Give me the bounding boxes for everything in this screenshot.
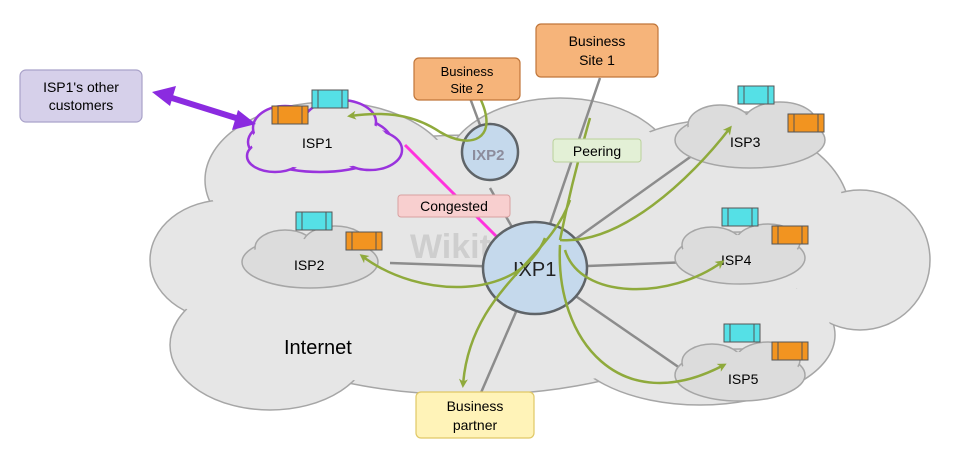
router-cyan-isp4 — [721, 207, 759, 227]
router-orange-isp1 — [271, 105, 309, 125]
arrow-ixp1-to-isp4 — [563, 249, 725, 291]
isp1-label: ISP1 — [302, 135, 333, 151]
internet-label: Internet — [284, 337, 352, 359]
isp2-cloud — [241, 225, 379, 289]
customer-double-arrow — [152, 86, 256, 130]
traffic-arrows — [347, 97, 732, 388]
svg-text:Business: Business — [569, 33, 626, 49]
congested-link — [403, 143, 502, 242]
isp1-cloud — [245, 98, 404, 174]
business-site-1-line1: Business — [569, 33, 626, 49]
isp3-label: ISP3 — [730, 134, 761, 150]
arrow-ixp1-to-isp2 — [359, 237, 547, 289]
peering-label-box: Peering — [552, 138, 642, 163]
svg-text:customers: customers — [49, 97, 114, 113]
router-icons — [271, 85, 825, 361]
business-partner-line2: partner — [453, 417, 498, 433]
svg-text:Site 1: Site 1 — [579, 52, 615, 68]
router-orange-isp2 — [345, 231, 383, 251]
router-cyan-isp5 — [723, 323, 761, 343]
arrow-ixp1-to-isp3 — [559, 125, 732, 242]
svg-text:partner: partner — [453, 417, 498, 433]
arrow-site1-to-ixp1 — [558, 117, 592, 241]
business-site-2-box: Business Site 2 — [413, 57, 521, 101]
router-cyan-isp3 — [737, 85, 775, 105]
isp5-label: ISP5 — [728, 371, 759, 387]
congested-label: Congested — [420, 198, 488, 214]
svg-text:Business: Business — [447, 398, 504, 414]
svg-text:Business: Business — [441, 64, 494, 79]
svg-text:Site 2: Site 2 — [450, 81, 483, 96]
router-cyan-isp2 — [295, 211, 333, 231]
isp1-customers-line2: customers — [49, 97, 114, 113]
isp1-other-customers-box: ISP1's other customers — [19, 69, 143, 123]
business-site-2-line1: Business — [441, 64, 494, 79]
ixp1-node — [481, 220, 589, 316]
isp2-label: ISP2 — [294, 257, 325, 273]
router-orange-isp5 — [771, 341, 809, 361]
business-site-1-line2: Site 1 — [579, 52, 615, 68]
business-partner-line1: Business — [447, 398, 504, 414]
svg-text:ISP1's other: ISP1's other — [43, 79, 119, 95]
congested-label-box: Congested — [397, 194, 511, 218]
router-orange-isp4 — [771, 225, 809, 245]
business-partner-box: Business partner — [415, 391, 535, 439]
ixp2-label: IXP2 — [472, 147, 505, 164]
isp4-label: ISP4 — [721, 252, 752, 268]
arrow-site2-to-isp1 — [347, 97, 488, 142]
router-cyan-isp1 — [311, 89, 349, 109]
business-site-2-line2: Site 2 — [450, 81, 483, 96]
peering-label: Peering — [573, 143, 621, 159]
arrow-ixp1-to-isp5 — [558, 244, 727, 385]
router-orange-isp3 — [787, 113, 825, 133]
business-site-1-box: Business Site 1 — [535, 23, 659, 78]
arrow-ixp1-to-partner — [458, 199, 572, 388]
isp1-customers-line1: ISP1's other — [43, 79, 119, 95]
router-details — [277, 86, 819, 360]
